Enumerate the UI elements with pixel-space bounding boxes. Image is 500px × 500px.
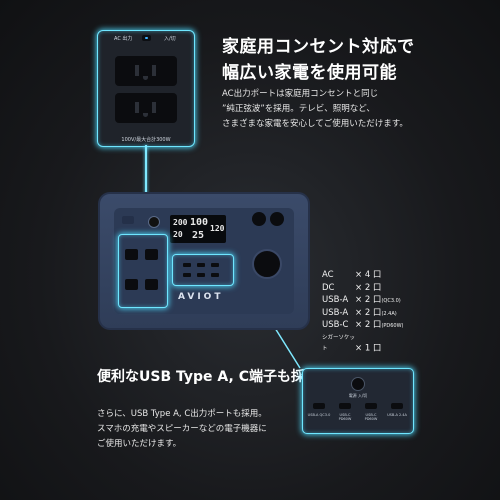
feature1-title-line2: 幅広い家電を使用可能: [222, 63, 397, 83]
lcd-value-3: 100: [190, 217, 209, 228]
spec-row: DC× 2 口: [322, 282, 382, 293]
station-ac-outlets: [118, 234, 168, 308]
station-usb-ports: [172, 254, 234, 286]
usb-port-1: [313, 403, 325, 409]
usb-port-4: [391, 403, 403, 409]
brand-logo: AVIOT: [178, 292, 224, 302]
feature2-description: さらに、USB Type A, C出力ポートも採用。 スマホの充電やスピーカーな…: [97, 407, 267, 452]
dc-port-2: [270, 212, 284, 226]
usb-port-2: [339, 403, 351, 409]
lcd-value-1: 200: [173, 218, 188, 227]
cigarette-socket: [252, 249, 282, 279]
feature1-description: AC出力ポートは家庭用コンセントと同じ ”純正弦波”を採用。テレビ、照明など、 …: [222, 87, 408, 132]
feature1-title-line1: 家庭用コンセント対応で: [222, 37, 415, 57]
usb-port-panel: 電源 入/切 USB-A QC3.0 USB-C PD60W USB-C PD6…: [302, 368, 414, 434]
ac-panel-caption: 100V/最大合計300W: [121, 137, 171, 143]
feature2-title: 便利なUSB Type A, C端子も採用: [97, 369, 319, 385]
usb-port-3: [365, 403, 377, 409]
feature1-desc-line1: AC出力ポートは家庭用コンセントと同じ: [222, 89, 379, 99]
ac-outlet-panel: AC 出力 入/切 100V/最大合計300W: [97, 30, 195, 147]
ac-outlet-bottom: [115, 93, 177, 123]
power-station: 200 20 100 25 120 AVIOT: [98, 192, 310, 330]
spec-row: AC× 4 口: [322, 270, 382, 280]
usb-port-label-2: USB-C PD60W: [338, 413, 352, 421]
lcd-value-4: 25: [192, 230, 205, 241]
station-lcd: 200 20 100 25 120: [170, 215, 226, 243]
usb-power-label: 電源 入/切: [348, 393, 368, 398]
spec-row: USB-A× 2 口(2.4A): [322, 307, 397, 318]
feature2-desc-line1: さらに、USB Type A, C出力ポートも採用。: [97, 409, 267, 419]
lcd-value-5: 120: [210, 224, 225, 233]
spec-row: USB-C× 2 口(PD60W): [322, 320, 404, 330]
station-small-button[interactable]: [122, 216, 134, 224]
spec-row: シガーソケット× 1 口: [322, 334, 382, 354]
ac-power-label: 入/切: [164, 36, 176, 42]
feature1-title: 家庭用コンセント対応で 幅広い家電を使用可能: [222, 34, 415, 86]
feature1-desc-line3: さまざまな家電を安心してご使用いただけます。: [222, 119, 408, 129]
connector-line-ac: [145, 145, 147, 238]
usb-port-label-3: USB-C PD60W: [364, 413, 378, 421]
feature2-desc-line3: ご使用いただけます。: [97, 439, 182, 449]
ac-output-label: AC 出力: [114, 36, 133, 42]
usb-port-label-1: USB-A QC3.0: [307, 413, 331, 417]
ac-power-button[interactable]: [142, 35, 151, 41]
dc-port-1: [252, 212, 266, 226]
usb-power-button[interactable]: [351, 377, 365, 391]
spec-list: AC× 4 口 DC× 2 口 USB-A× 2 口(QC3.0) USB-A×…: [322, 270, 404, 356]
lcd-value-2: 20: [173, 230, 183, 239]
ac-outlet-top: [115, 56, 177, 86]
spec-row: USB-A× 2 口(QC3.0): [322, 295, 401, 305]
usb-port-label-4: USB-A 2.4A: [387, 413, 407, 417]
feature2-desc-line2: スマホの充電やスピーカーなどの電子機器に: [97, 424, 267, 434]
station-power-button[interactable]: [148, 216, 160, 228]
feature1-desc-line2: ”純正弦波”を採用。テレビ、照明など、: [222, 104, 375, 114]
